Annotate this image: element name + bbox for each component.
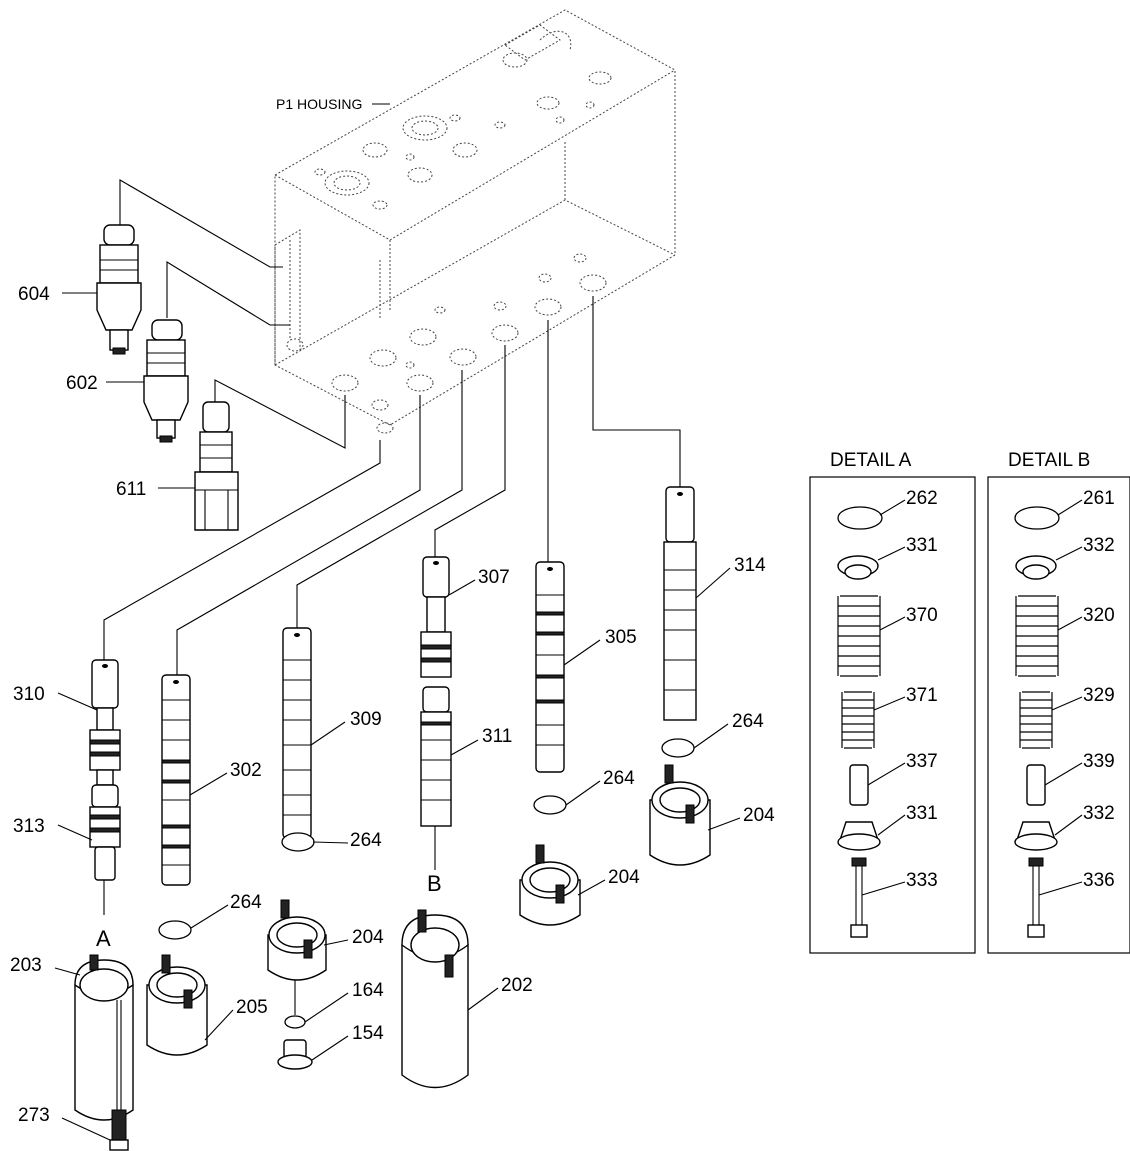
part-204-cover xyxy=(649,764,711,866)
detail-a-label-4: 371 xyxy=(906,685,938,706)
part-205-cover xyxy=(146,954,208,1056)
p1-housing xyxy=(274,9,676,434)
detail-b-label-2: 332 xyxy=(1083,535,1115,556)
housing-label: P1 HOUSING xyxy=(276,96,362,112)
callout-264: 264 xyxy=(732,711,764,732)
detail-a-label-3: 370 xyxy=(906,605,938,626)
detail-a-label-6: 331 xyxy=(906,803,938,824)
callout-313: 313 xyxy=(13,816,45,837)
part-264-oring xyxy=(661,738,695,758)
detail-a-label-5: 337 xyxy=(906,751,938,772)
part-202-cover xyxy=(401,909,469,1089)
detail-a-label-7: 333 xyxy=(906,870,938,891)
callout-310: 310 xyxy=(13,684,45,705)
part-264-oring xyxy=(158,920,192,940)
detail-a-label-2: 331 xyxy=(906,535,938,556)
callout-203: 203 xyxy=(10,955,42,976)
part-204-cover xyxy=(267,899,327,981)
callout-204: 204 xyxy=(608,867,640,888)
part-310-spool xyxy=(89,659,121,786)
part-313-spool xyxy=(89,784,121,881)
callout-202: 202 xyxy=(501,975,533,996)
callout-305: 305 xyxy=(605,627,637,648)
part-611-valve xyxy=(194,401,239,531)
detail-b-parts xyxy=(1014,506,1060,938)
detail-leaders xyxy=(861,499,1083,896)
callout-205: 205 xyxy=(236,997,268,1018)
part-314-spool xyxy=(663,486,697,721)
detail-a-panel xyxy=(809,476,976,954)
part-604-relief-valve xyxy=(96,224,142,355)
detail-b-title: DETAIL B xyxy=(1008,450,1090,471)
callout-314: 314 xyxy=(734,555,766,576)
callout-264: 264 xyxy=(603,768,635,789)
callout-264: 264 xyxy=(230,892,262,913)
detail-b-label-3: 320 xyxy=(1083,605,1115,626)
callout-204: 204 xyxy=(743,805,775,826)
detail-b-label-4: 329 xyxy=(1083,685,1115,706)
detail-a-parts xyxy=(837,506,883,938)
part-307-spool xyxy=(420,556,452,678)
callout-604: 604 xyxy=(18,284,50,305)
callout-309: 309 xyxy=(350,709,382,730)
assembly-lines xyxy=(103,179,681,1015)
part-154-plug xyxy=(277,1039,313,1070)
part-311-spool xyxy=(420,686,452,827)
callout-164: 164 xyxy=(352,980,384,1001)
part-203-cover xyxy=(74,954,134,1121)
callout-204: 204 xyxy=(352,927,384,948)
callout-302: 302 xyxy=(230,760,262,781)
detail-b-label-1: 261 xyxy=(1083,488,1115,509)
detail-a-label-1: 262 xyxy=(906,488,938,509)
detail-b-label-5: 339 xyxy=(1083,751,1115,772)
callout-leaders xyxy=(54,292,741,1141)
callout-307: 307 xyxy=(478,567,510,588)
callout-311: 311 xyxy=(482,726,512,747)
part-305-spool xyxy=(535,561,565,773)
part-264-oring xyxy=(533,795,567,815)
part-164-oring xyxy=(284,1015,306,1029)
view-marker-a: A xyxy=(96,926,111,951)
part-602-relief-valve xyxy=(143,319,189,443)
view-marker-b: B xyxy=(427,871,442,896)
part-264-oring xyxy=(281,832,315,852)
callout-154: 154 xyxy=(352,1023,384,1044)
detail-b-label-6: 332 xyxy=(1083,803,1115,824)
detail-b-panel xyxy=(987,476,1130,954)
detail-a-title: DETAIL A xyxy=(830,450,912,471)
callout-264: 264 xyxy=(350,830,382,851)
callout-602: 602 xyxy=(66,373,98,394)
part-302-spool xyxy=(161,674,191,886)
part-273-bolt xyxy=(109,1000,129,1151)
part-309-spool xyxy=(282,627,312,839)
detail-b-label-7: 336 xyxy=(1083,870,1115,891)
callout-273: 273 xyxy=(18,1105,50,1126)
part-204-cover xyxy=(519,844,581,926)
callout-611: 611 xyxy=(116,479,146,500)
